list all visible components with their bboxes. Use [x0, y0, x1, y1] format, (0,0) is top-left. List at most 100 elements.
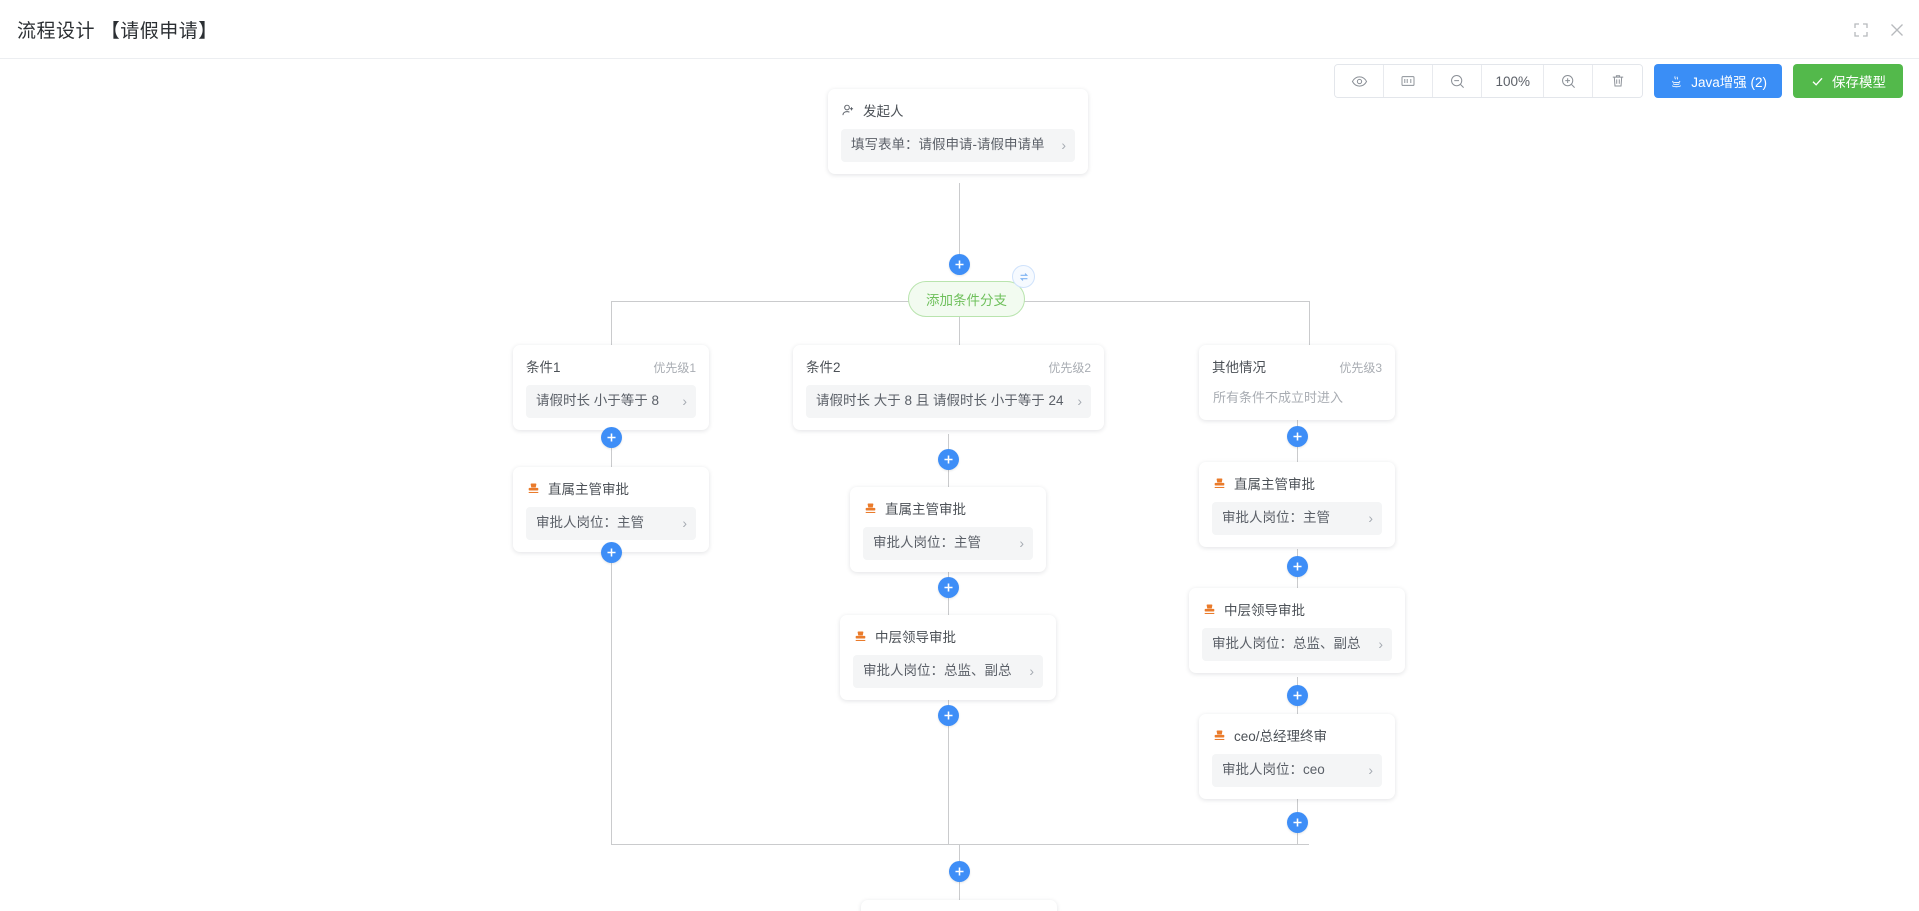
- approval-node-branch2-2-title: 中层领导审批: [875, 630, 956, 645]
- user-add-icon: [842, 104, 854, 115]
- condition-node-1-priority: 优先级1: [653, 361, 696, 375]
- approval-node-branch2-1-role: 审批人岗位：主管: [873, 535, 981, 551]
- condition-node-2-head: 条件2 优先级2: [806, 356, 1091, 376]
- plus-icon: [607, 433, 616, 442]
- add-node-button-branch2-after-approval1[interactable]: [938, 577, 959, 598]
- approval-node-branch3-3-body[interactable]: 审批人岗位：ceo ›: [1212, 754, 1382, 787]
- zoom-in-icon: [1561, 74, 1575, 88]
- approval-node-branch3-2[interactable]: 中层领导审批 审批人岗位：总监、副总 ›: [1189, 588, 1405, 673]
- collapse-icon[interactable]: [1853, 22, 1869, 38]
- close-icon[interactable]: [1889, 22, 1905, 38]
- connector-b2-n2-to-merge: [948, 691, 949, 844]
- approval-node-branch2-2[interactable]: 中层领导审批 审批人岗位：总监、副总 ›: [840, 615, 1056, 700]
- swap-branches-button[interactable]: [1012, 265, 1035, 288]
- window-controls: [1853, 0, 1905, 59]
- approval-node-branch2-2-body[interactable]: 审批人岗位：总监、副总 ›: [853, 655, 1043, 688]
- approval-node-branch3-3-title: ceo/总经理终审: [1234, 729, 1328, 744]
- zoom-tool-group: 100%: [1334, 64, 1644, 98]
- condition-node-3-expression: 所有条件不成立时进入: [1213, 390, 1344, 405]
- stamp-icon: [1214, 478, 1225, 488]
- approval-node-branch3-2-title: 中层领导审批: [1224, 603, 1305, 618]
- plus-icon: [1293, 691, 1302, 700]
- approval-node-branch3-1[interactable]: 直属主管审批 审批人岗位：主管 ›: [1199, 462, 1395, 547]
- approval-node-branch3-2-body[interactable]: 审批人岗位：总监、副总 ›: [1202, 628, 1392, 661]
- preview-button[interactable]: [1335, 65, 1385, 97]
- add-node-button-branch3-after-approval2[interactable]: [1287, 685, 1308, 706]
- swap-icon: [1019, 272, 1028, 281]
- add-node-button-branch1-after-approval1[interactable]: [601, 542, 622, 563]
- condition-node-2-expression-row[interactable]: 请假时长 大于 8 且 请假时长 小于等于 24 ›: [806, 385, 1091, 418]
- condition-node-3-priority: 优先级3: [1339, 361, 1382, 375]
- condition-node-1-head: 条件1 优先级1: [526, 356, 696, 376]
- condition-node-2-expression: 请假时长 大于 8 且 请假时长 小于等于 24: [816, 393, 1064, 409]
- window-titlebar: 流程设计 【请假申请】: [0, 0, 1919, 59]
- plus-icon: [944, 711, 953, 720]
- plus-icon: [944, 455, 953, 464]
- save-model-button[interactable]: 保存模型: [1793, 64, 1903, 98]
- zoom-out-button[interactable]: [1433, 65, 1483, 97]
- approval-node-branch3-3-role: 审批人岗位：ceo: [1222, 762, 1325, 778]
- trash-icon: [1612, 75, 1623, 87]
- condition-node-2-priority: 优先级2: [1048, 361, 1091, 375]
- add-node-button-branch3-after-approval1[interactable]: [1287, 556, 1308, 577]
- check-icon: [1812, 77, 1823, 86]
- add-node-button-branch3-after-condition[interactable]: [1287, 426, 1308, 447]
- chevron-right-icon: ›: [1368, 510, 1373, 526]
- approval-node-branch2-2-head: 中层领导审批: [853, 626, 1043, 646]
- chevron-right-icon: ›: [1019, 535, 1024, 551]
- cc-node-hr-record[interactable]: 人事备案 审批人岗位：人事 ›: [861, 900, 1057, 911]
- approval-node-branch3-1-role: 审批人岗位：主管: [1222, 510, 1330, 526]
- approval-node-branch2-1-title: 直属主管审批: [885, 502, 966, 517]
- start-node[interactable]: 发起人 填写表单：请假申请-请假申请单 ›: [828, 89, 1088, 174]
- connector-branch1-drop: [611, 301, 612, 345]
- plus-icon: [944, 583, 953, 592]
- java-enhance-button[interactable]: Java增强 (2): [1654, 64, 1782, 98]
- plus-icon: [1293, 562, 1302, 571]
- flow-canvas[interactable]: 发起人 填写表单：请假申请-请假申请单 › 添加条件分支 条件1 优先级1 请假…: [0, 59, 1919, 911]
- java-icon: [1672, 75, 1682, 87]
- java-enhance-label: Java增强 (2): [1691, 75, 1767, 90]
- condition-node-2-title: 条件2: [806, 360, 841, 375]
- fit-screen-button[interactable]: [1384, 65, 1434, 97]
- approval-node-branch3-1-body[interactable]: 审批人岗位：主管 ›: [1212, 502, 1382, 535]
- condition-node-3-head: 其他情况 优先级3: [1212, 356, 1382, 376]
- plus-icon: [1293, 818, 1302, 827]
- chevron-right-icon: ›: [1378, 636, 1383, 652]
- add-node-button-branch3-after-approval3[interactable]: [1287, 812, 1308, 833]
- zoom-in-button[interactable]: [1544, 65, 1594, 97]
- add-condition-branch-button[interactable]: 添加条件分支: [908, 281, 1025, 317]
- approval-node-branch1-1-body[interactable]: 审批人岗位：主管 ›: [526, 507, 696, 540]
- condition-node-3-title: 其他情况: [1212, 360, 1266, 375]
- approval-node-branch2-1-body[interactable]: 审批人岗位：主管 ›: [863, 527, 1033, 560]
- add-node-button-after-start[interactable]: [949, 254, 970, 275]
- add-node-button-branch2-after-condition[interactable]: [938, 449, 959, 470]
- approval-node-branch3-1-title: 直属主管审批: [1234, 477, 1315, 492]
- approval-node-branch2-2-role: 审批人岗位：总监、副总: [863, 663, 1012, 679]
- zoom-out-icon: [1450, 74, 1464, 88]
- approval-node-branch1-1-head: 直属主管审批: [526, 478, 696, 498]
- add-node-button-after-merge[interactable]: [949, 861, 970, 882]
- approval-node-branch1-1[interactable]: 直属主管审批 审批人岗位：主管 ›: [513, 467, 709, 552]
- condition-node-1-expression-row[interactable]: 请假时长 小于等于 8 ›: [526, 385, 696, 418]
- zoom-level: 100%: [1482, 65, 1545, 97]
- chevron-right-icon: ›: [1368, 762, 1373, 778]
- start-node-title: 发起人: [863, 104, 904, 119]
- approval-node-branch3-2-head: 中层领导审批: [1202, 599, 1392, 619]
- delete-button[interactable]: [1593, 65, 1643, 97]
- add-node-button-branch2-after-approval2[interactable]: [938, 705, 959, 726]
- connector-start-to-branch: [959, 183, 960, 269]
- approval-node-branch3-3[interactable]: ceo/总经理终审 审批人岗位：ceo ›: [1199, 714, 1395, 799]
- connector-branch-root: [959, 301, 960, 345]
- approval-node-branch1-1-title: 直属主管审批: [548, 482, 629, 497]
- eye-icon: [1351, 75, 1367, 87]
- condition-node-3[interactable]: 其他情况 优先级3 所有条件不成立时进入: [1199, 345, 1395, 420]
- start-node-form-label: 填写表单：请假申请-请假申请单: [851, 137, 1045, 153]
- connector-branch3-drop: [1309, 301, 1310, 345]
- approval-node-branch2-1[interactable]: 直属主管审批 审批人岗位：主管 ›: [850, 487, 1046, 572]
- condition-node-2[interactable]: 条件2 优先级2 请假时长 大于 8 且 请假时长 小于等于 24 ›: [793, 345, 1104, 430]
- approval-node-branch3-1-head: 直属主管审批: [1212, 473, 1382, 493]
- chevron-right-icon: ›: [1077, 393, 1082, 409]
- condition-node-1[interactable]: 条件1 优先级1 请假时长 小于等于 8 ›: [513, 345, 709, 430]
- start-node-form-row[interactable]: 填写表单：请假申请-请假申请单 ›: [841, 129, 1075, 162]
- add-node-button-branch1-after-condition[interactable]: [601, 427, 622, 448]
